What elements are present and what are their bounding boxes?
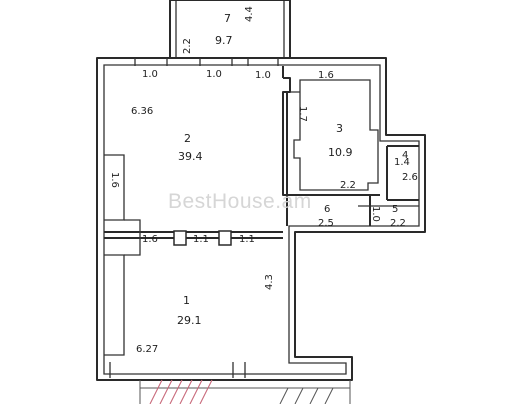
outer-walls [96, 57, 426, 381]
room-5-number: 5 [392, 204, 398, 215]
room-7-number: 7 [224, 12, 231, 25]
dim-window-a: 1.0 [142, 69, 158, 80]
dim-room4-width: 1.4 [394, 157, 410, 168]
dim-partition-b: 1.1 [193, 234, 209, 245]
room-7-walls [169, 0, 291, 58]
room-6-area: 2.5 [318, 218, 334, 229]
dim-room3-bottom: 2.2 [340, 180, 356, 191]
dim-room2-height: 6.36 [131, 106, 153, 117]
dim-room3-side: 1.7 [297, 106, 308, 122]
interior-walls [104, 66, 419, 239]
dim-window-b: 1.0 [206, 69, 222, 80]
room-7-area: 9.7 [215, 34, 233, 47]
dim-partition-c: 1.1 [239, 234, 255, 245]
left-wall-niches [104, 154, 141, 356]
room-2-area: 39.4 [178, 150, 203, 163]
room-3-walls [290, 79, 379, 191]
dim-partition-a: 1.6 [142, 234, 158, 245]
dim-room5-width: 1.0 [370, 206, 381, 222]
dim-room1-width: 6.27 [136, 344, 158, 355]
dim-window-c: 1.0 [255, 70, 271, 81]
room-1-area: 29.1 [177, 314, 202, 327]
room-6-number: 6 [324, 204, 330, 215]
room-5-area: 2.2 [390, 218, 406, 229]
room-3-area: 10.9 [328, 146, 353, 159]
entrance-stair [139, 379, 351, 404]
dim-room7-side: 2.2 [182, 38, 193, 54]
room-1-number: 1 [183, 294, 190, 307]
pillar-1 [173, 230, 187, 246]
pillar-2 [218, 230, 232, 246]
dim-room2-left: 1.6 [109, 172, 120, 188]
room-2-number: 2 [184, 132, 191, 145]
dim-room1-side: 4.3 [264, 274, 275, 290]
dim-room7-width: 4.4 [244, 6, 255, 22]
window-marks [109, 58, 279, 378]
room-4-number: 4 [402, 150, 408, 161]
watermark-text: BestHouse.am [168, 190, 312, 213]
room-4-area: 2.6 [402, 172, 418, 183]
room-3-number: 3 [336, 122, 343, 135]
dim-room3-top: 1.6 [318, 70, 334, 81]
